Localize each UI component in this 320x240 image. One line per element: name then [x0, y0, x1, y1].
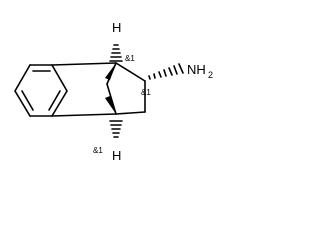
stereo-label-c4: &1	[93, 146, 103, 155]
bond-c3-c4	[115, 111, 146, 115]
wedge-bond-c4	[105, 96, 116, 114]
bond-ar4-ar5	[14, 90, 31, 117]
hashed-bond-c1-h	[109, 44, 123, 62]
hashed-bond-c2-n	[148, 63, 184, 80]
bond-bridge-c4	[106, 83, 117, 115]
hashed-bond-c4-h	[109, 120, 123, 138]
stereo-bonds	[105, 44, 184, 138]
wedge-bond-c1	[105, 63, 116, 80]
bond-ar5-ar6	[14, 64, 31, 92]
double-bond-inner-2	[21, 90, 34, 111]
molecule-structure: H H NH 2 &1 &1 &1	[14, 20, 213, 163]
bond-ar1-ar2	[51, 64, 68, 92]
double-bond-inner-3	[48, 90, 61, 111]
bond-c1-c2	[115, 62, 146, 82]
atom-amine: NH	[187, 62, 206, 77]
bond-ar2-c4	[51, 113, 117, 117]
atom-h-bottom: H	[112, 148, 121, 163]
bond-ar2-ar3	[51, 90, 68, 117]
atom-amine-subscript: 2	[208, 70, 213, 80]
stereo-label-c1: &1	[125, 54, 135, 63]
bond-ar1-c1	[51, 62, 117, 66]
stereo-label-c2: &1	[141, 88, 151, 97]
benzene-ring	[14, 64, 68, 117]
atom-h-top: H	[112, 20, 121, 35]
